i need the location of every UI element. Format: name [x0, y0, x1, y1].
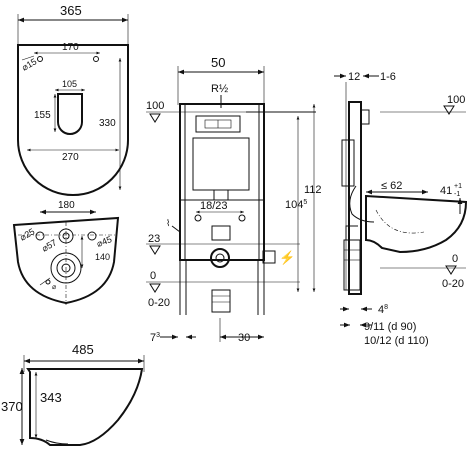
rim-tol-minus: -1: [454, 191, 460, 198]
level-marker: [149, 283, 161, 293]
inlet-hole: [58, 228, 74, 244]
flush-plate: [195, 115, 241, 133]
frame-front-view: 50 R½ 100 18/23 ⌇ 23 ⚡ 0 0-20: [146, 55, 322, 344]
pipe-110-label: 10/12 (d 110): [364, 335, 429, 347]
level-0-label: 0: [452, 253, 458, 265]
leader-line: [171, 225, 181, 233]
hole-a-label: ⌀25: [18, 226, 36, 242]
pipe-90-label: 9/11 (d 90): [364, 321, 416, 333]
height-label: 140: [95, 252, 110, 262]
bowl-outline: [17, 44, 129, 196]
frame-section: [348, 101, 362, 295]
flush-plate-section: [360, 109, 370, 125]
bowl-width-label: 270: [62, 152, 79, 163]
bowl-section: [365, 194, 468, 254]
seat-width-label: 105: [62, 79, 77, 89]
height-104-label: 1045: [285, 199, 307, 211]
level-23-label: 23: [148, 233, 160, 245]
bowl-opening: [57, 93, 83, 135]
fix-hole-label: ⌀15: [20, 56, 38, 72]
section-view: 12 1-6 100 ≤ 62 41 +1 -1 0 0-20 48 9/11: [334, 71, 468, 347]
height-112-label: 112: [304, 184, 322, 196]
bolt-right: [238, 214, 246, 222]
frame-body: [179, 103, 265, 261]
bowl-depth-label: 155: [34, 110, 51, 121]
level-marker: [149, 245, 161, 255]
rim-label: 41: [440, 185, 452, 197]
side-view: 485 370 343: [1, 342, 145, 446]
level-100-label: 100: [146, 100, 164, 112]
hole-c-label: ⌀45: [95, 234, 113, 249]
fix-hole-right: [87, 231, 97, 241]
rear-outline: [12, 216, 120, 305]
connection-label: R½: [211, 83, 228, 95]
drain-outlet: [210, 248, 230, 268]
drain-pipe-section: [343, 239, 361, 291]
cistern: [192, 137, 250, 191]
level-0-label: 0: [150, 270, 156, 282]
level-marker: [445, 265, 457, 275]
length-label: 485: [72, 342, 94, 357]
rear-view: 180 ⌀25 ⌀57 ⌀45 140 ⌀: [12, 200, 120, 305]
cistern-section: [341, 139, 355, 187]
floor-level-label: 0-20: [442, 278, 464, 290]
fix-hole-right: [93, 56, 99, 62]
power-symbol: ⚡: [279, 250, 295, 266]
top-view: 365 170 ⌀15 105 155 330 270: [17, 3, 129, 196]
pipe-tag: ⌇: [166, 218, 170, 228]
dim-1-6-label: 1-6: [380, 71, 396, 83]
offset-30-label: 30: [238, 332, 250, 344]
top-width-label: 365: [60, 3, 82, 18]
rim-height-label: 343: [40, 390, 62, 405]
fix-hole-left: [35, 231, 45, 241]
outlet-inner: [56, 258, 76, 278]
level-100-label: 100: [447, 94, 465, 106]
water-connection: [211, 225, 231, 241]
offset-7-label: 73: [150, 332, 160, 344]
base-curve: [45, 439, 69, 445]
frame-width-label: 50: [211, 55, 225, 70]
side-height-label: 370: [1, 399, 23, 414]
drain-outlet-core: [215, 253, 225, 263]
outlet-label: ⌀: [52, 284, 56, 291]
dim-12-label: 12: [348, 71, 360, 83]
side-outline: [26, 368, 144, 446]
outlet-core: [61, 263, 71, 273]
drain-spacing-label: 18/23: [200, 200, 228, 212]
socket-box: [262, 250, 276, 264]
leader-line: [21, 55, 35, 61]
bowl-trap: [375, 209, 425, 234]
dim-4-label: 48: [378, 304, 388, 316]
inlet-inner: [62, 232, 70, 240]
depth-label: 330: [99, 118, 116, 129]
rear-spacing-label: 180: [58, 200, 75, 211]
leader-line: [39, 277, 51, 286]
fix-hole-left: [37, 56, 43, 62]
level-marker: [149, 113, 161, 123]
floor-level-label: 0-20: [148, 297, 170, 309]
outlet-outer: [50, 252, 82, 284]
small-hole: [45, 279, 51, 285]
reach-label: ≤ 62: [381, 180, 402, 192]
bolt-left: [194, 214, 202, 222]
drain-pipe: [211, 289, 231, 313]
hole-b-label: ⌀57: [40, 237, 58, 253]
fix-spacing-label: 170: [62, 42, 79, 53]
drain-elbow: [345, 225, 358, 241]
cistern-outlet: [213, 189, 229, 201]
level-marker: [443, 105, 455, 115]
rim-tol-plus: +1: [454, 183, 462, 190]
